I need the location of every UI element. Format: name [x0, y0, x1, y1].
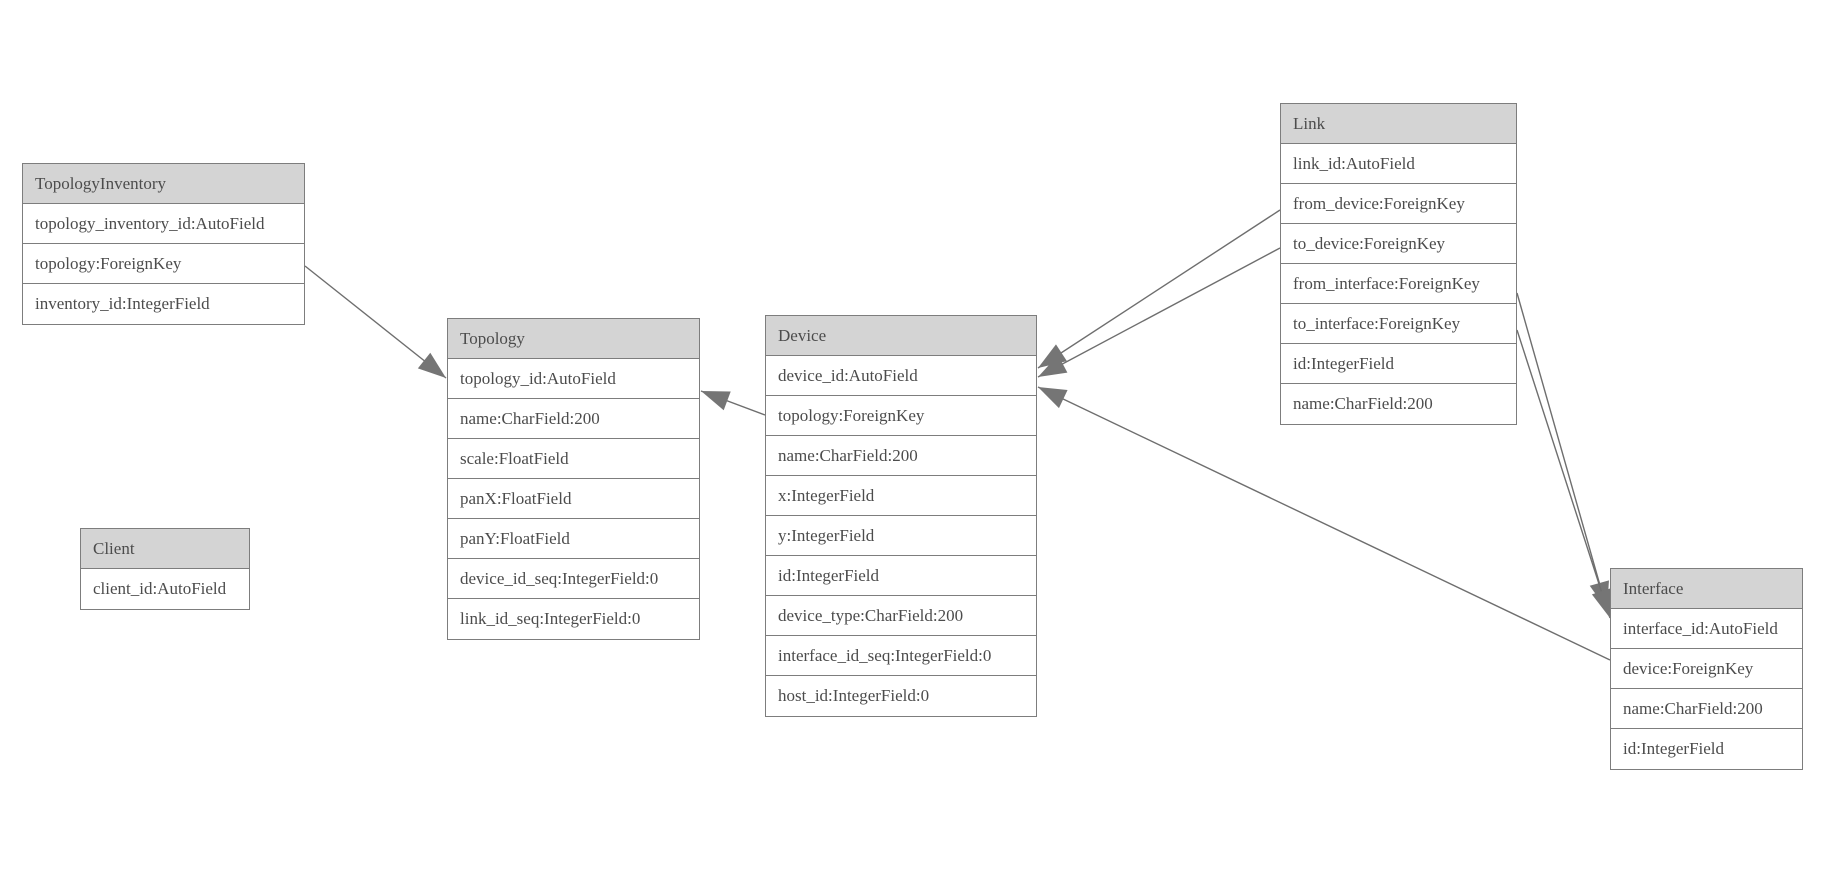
- field-row: device_type:CharField:200: [766, 596, 1036, 636]
- field-row: client_id:AutoField: [81, 569, 249, 609]
- field-row: topology:ForeignKey: [766, 396, 1036, 436]
- field-row: host_id:IntegerField:0: [766, 676, 1036, 716]
- link-from-interface-arrow-line: [1516, 292, 1608, 611]
- topologyinventory-topology-arrow-line: [304, 265, 447, 379]
- entity-title: Client: [81, 529, 249, 569]
- field-row: topology_id:AutoField: [448, 359, 699, 399]
- field-row: topology:ForeignKey: [23, 244, 304, 284]
- field-row: link_id:AutoField: [1281, 144, 1516, 184]
- link-to-device-arrow-line: [1037, 247, 1281, 378]
- field-row: device_id_seq:IntegerField:0: [448, 559, 699, 599]
- field-row: to_device:ForeignKey: [1281, 224, 1516, 264]
- field-row: x:IntegerField: [766, 476, 1036, 516]
- field-row: id:IntegerField: [766, 556, 1036, 596]
- entity-title: Link: [1281, 104, 1516, 144]
- interface-device-arrow-line: [1037, 386, 1611, 661]
- field-row: panX:FloatField: [448, 479, 699, 519]
- field-row: name:CharField:200: [1281, 384, 1516, 424]
- field-row: device:ForeignKey: [1611, 649, 1802, 689]
- field-row: inventory_id:IntegerField: [23, 284, 304, 324]
- field-row: y:IntegerField: [766, 516, 1036, 556]
- interface-device-arrow-head: [1038, 387, 1068, 409]
- field-row: name:CharField:200: [1611, 689, 1802, 729]
- link-from-device-arrow-line: [1037, 209, 1281, 369]
- field-row: interface_id:AutoField: [1611, 609, 1802, 649]
- field-row: id:IntegerField: [1281, 344, 1516, 384]
- field-row: from_interface:ForeignKey: [1281, 264, 1516, 304]
- entity-title: Topology: [448, 319, 699, 359]
- link-to-interface-arrow-line: [1516, 329, 1611, 619]
- field-row: panY:FloatField: [448, 519, 699, 559]
- entity-title: TopologyInventory: [23, 164, 304, 204]
- field-row: link_id_seq:IntegerField:0: [448, 599, 699, 639]
- topologyinventory-topology-arrow-head: [417, 352, 446, 378]
- field-row: interface_id_seq:IntegerField:0: [766, 636, 1036, 676]
- field-row: name:CharField:200: [448, 399, 699, 439]
- field-row: name:CharField:200: [766, 436, 1036, 476]
- field-row: scale:FloatField: [448, 439, 699, 479]
- field-row: to_interface:ForeignKey: [1281, 304, 1516, 344]
- field-row: from_device:ForeignKey: [1281, 184, 1516, 224]
- field-row: topology_inventory_id:AutoField: [23, 204, 304, 244]
- entity-title: Interface: [1611, 569, 1802, 609]
- field-row: id:IntegerField: [1611, 729, 1802, 769]
- device-topology-arrow-head: [701, 391, 731, 411]
- field-row: device_id:AutoField: [766, 356, 1036, 396]
- entity-title: Device: [766, 316, 1036, 356]
- link-to-interface-arrow-head: [1591, 588, 1611, 618]
- link-to-device-arrow-head: [1038, 355, 1068, 377]
